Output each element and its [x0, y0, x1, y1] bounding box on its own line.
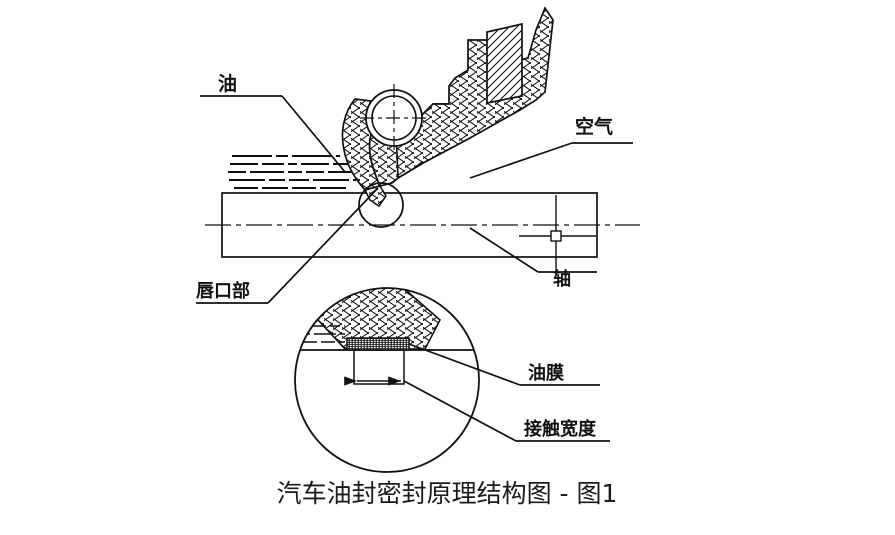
figure-caption: 汽车油封密封原理结构图 - 图1 [277, 479, 618, 508]
callout-air: 空气 [469, 115, 633, 179]
label-contact-width: 接触宽度 [524, 418, 597, 440]
shaft-center-mark [519, 195, 596, 272]
callout-contact-width: 接触宽度 [403, 380, 610, 442]
label-air: 空气 [575, 115, 613, 138]
label-shaft: 轴 [553, 268, 571, 290]
callout-lip: 唇口部 [196, 187, 379, 304]
label-oil: 油 [218, 73, 237, 95]
oil-region-hatching [228, 155, 360, 189]
callout-shaft: 轴 [469, 227, 597, 290]
detail-indicator-circle [358, 182, 404, 228]
detail-circle-outline [294, 287, 480, 473]
callout-oil-film: 油膜 [408, 343, 600, 386]
garter-spring [360, 84, 428, 152]
callout-oil: 油 [200, 73, 346, 173]
metal-case-insert [486, 22, 523, 105]
label-lip: 唇口部 [196, 280, 250, 302]
label-oil-film: 油膜 [528, 362, 564, 384]
shaft-body [205, 192, 640, 258]
detail-view [294, 287, 480, 473]
oil-film-band [346, 337, 410, 351]
